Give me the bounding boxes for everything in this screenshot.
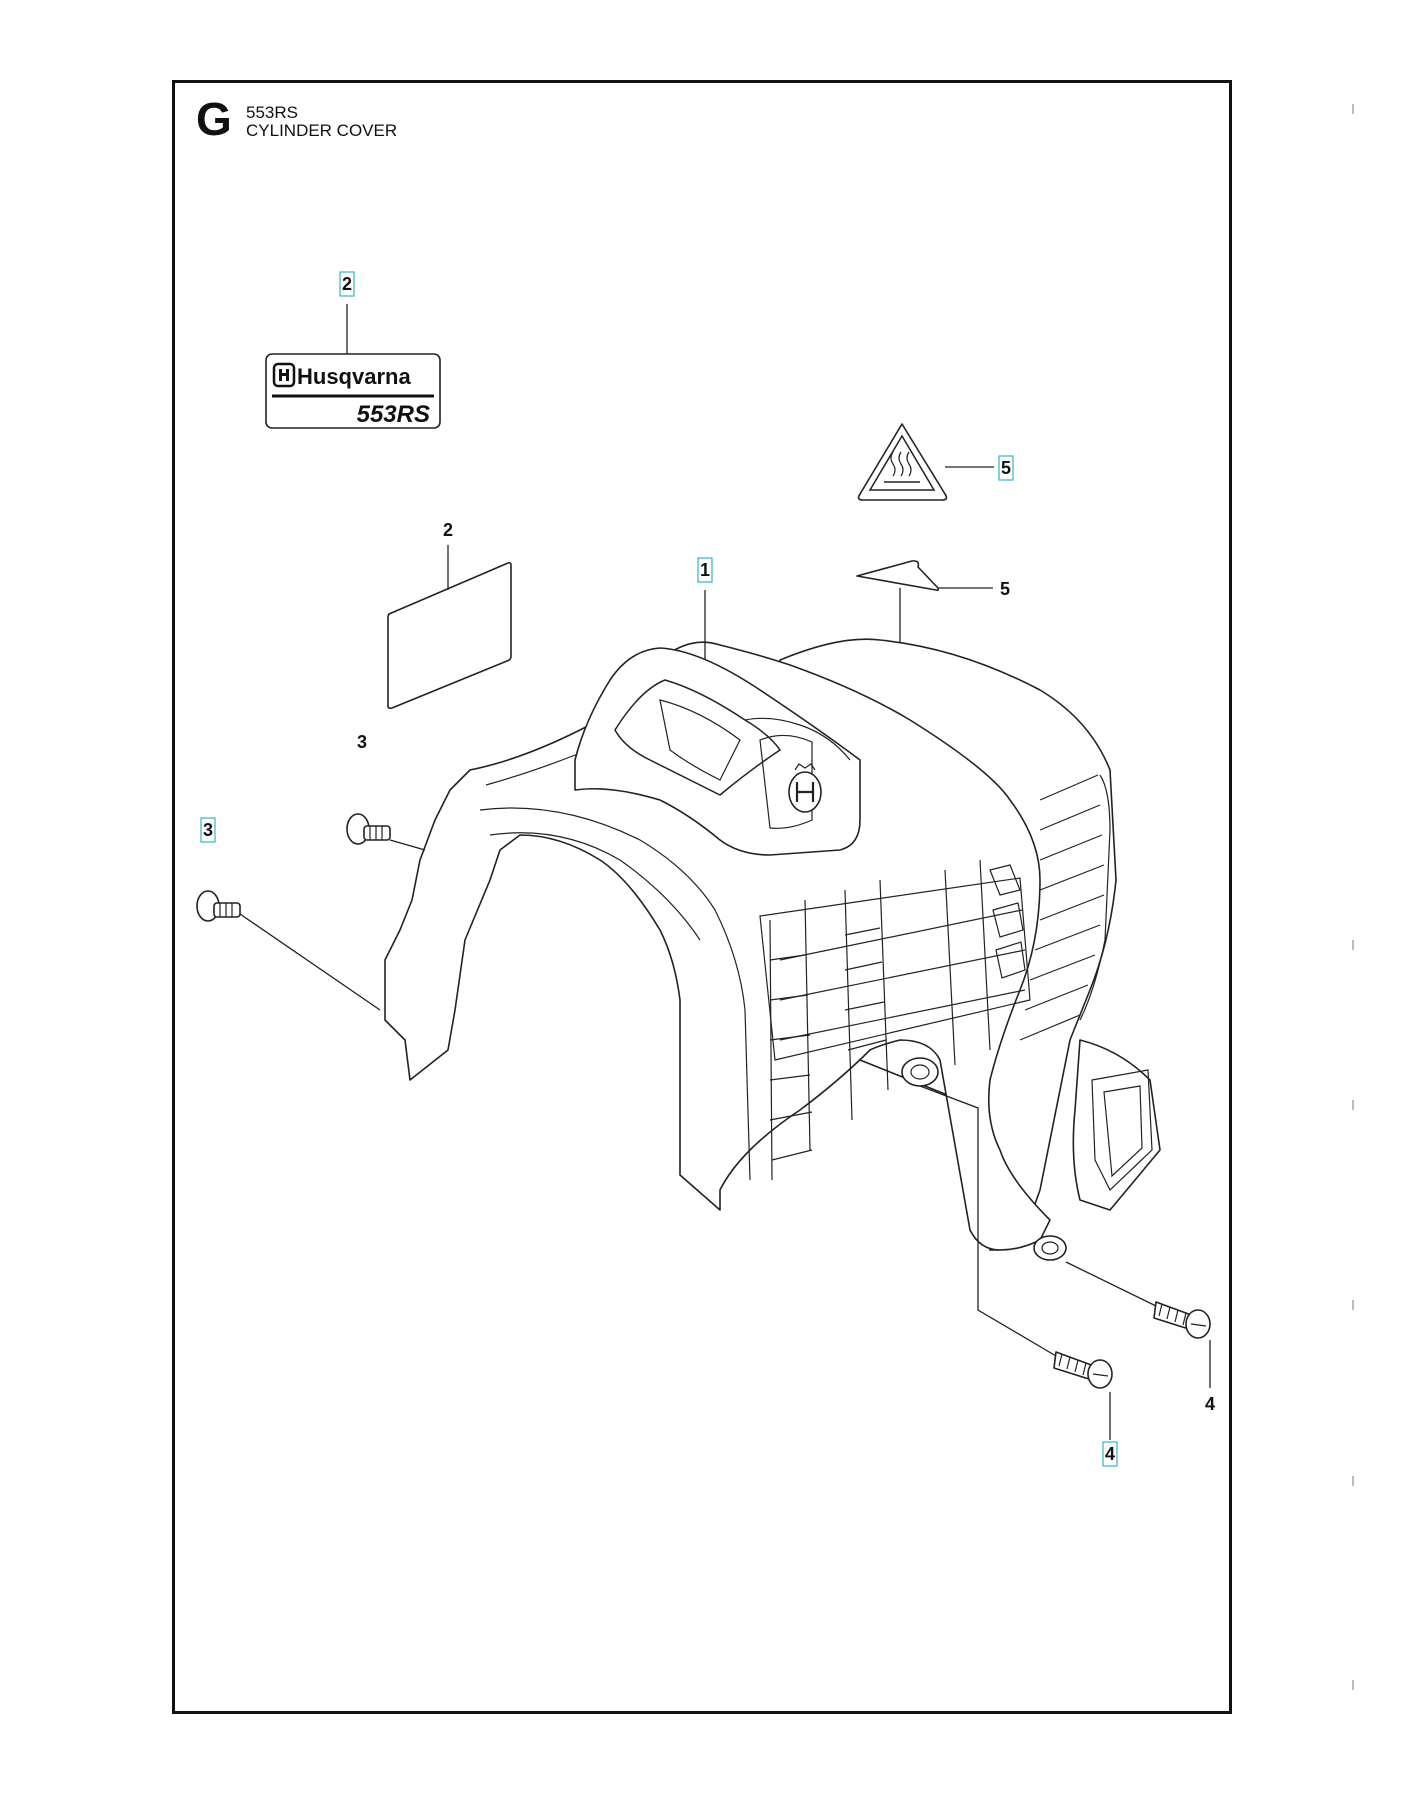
decal-model-text: 553RS [357, 401, 430, 428]
scan-mark [1352, 1476, 1354, 1486]
husqvarna-emblem-icon [788, 763, 822, 813]
callout-1: 1 [700, 560, 710, 580]
plain-decal [387, 561, 512, 710]
screw-boss-right [1033, 1235, 1067, 1261]
section-title: CYLINDER COVER [246, 121, 398, 140]
callout-highlight-box [998, 455, 1014, 481]
callout-3-lower: 3 [203, 820, 213, 840]
callout-highlight-box [339, 271, 355, 297]
callout-labels: 2 5 2 1 5 3 3 4 4 [200, 271, 1215, 1467]
hot-surface-warning-decal [857, 423, 948, 501]
callout-5-top: 5 [1001, 458, 1011, 478]
callout-2-top: 2 [342, 274, 352, 294]
callout-highlight-box [1102, 1441, 1118, 1467]
callout-highlight-box [697, 557, 713, 583]
callout-4-lower: 4 [1105, 1444, 1115, 1464]
decal-husqvarna-553rs: Husqvarna 553RS [265, 353, 441, 429]
scan-mark [1352, 940, 1354, 950]
decal-brand-text: Husqvarna [297, 364, 411, 389]
model-number: 553RS [246, 103, 298, 122]
screw-3-lower [196, 890, 241, 922]
screw-4-right [1153, 1301, 1211, 1339]
diagram-frame [172, 80, 1232, 1714]
scan-mark [1352, 104, 1354, 114]
cylinder-cover [384, 638, 1161, 1261]
cooling-vents-grille [759, 774, 1111, 1181]
scan-mark [1352, 1680, 1354, 1690]
husqvarna-crown-logo-icon [272, 362, 296, 388]
screw-boss-center [901, 1057, 939, 1087]
small-warning-decal [856, 560, 940, 592]
screw-3-upper [346, 813, 391, 845]
scan-mark [1352, 1300, 1354, 1310]
callout-4-right: 4 [1205, 1394, 1215, 1414]
scan-mark [1352, 1100, 1354, 1110]
callout-3-upper: 3 [357, 732, 367, 752]
callout-2-mid: 2 [443, 520, 453, 540]
heat-waves-icon [884, 451, 920, 483]
callout-5-mid: 5 [1000, 579, 1010, 599]
section-letter: G [196, 93, 232, 145]
screw-4-lower [1053, 1351, 1113, 1389]
exhaust-outlet [1072, 1039, 1161, 1211]
callout-highlight-box [200, 817, 216, 843]
